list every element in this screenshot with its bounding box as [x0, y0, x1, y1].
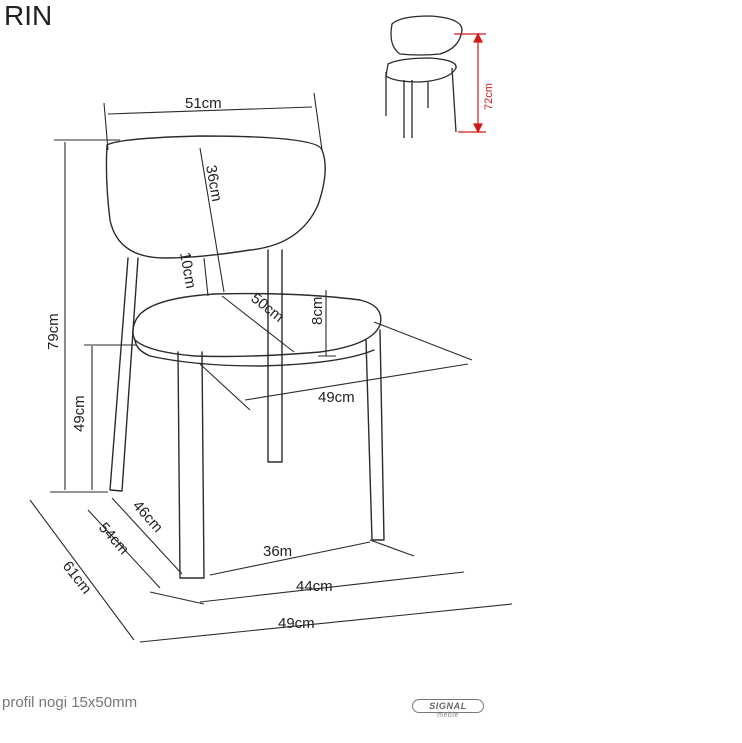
backrest-outline: [105, 135, 326, 259]
signal-logo: SIGNAL meble: [412, 699, 484, 721]
label-mid-width: 44cm: [296, 578, 333, 595]
front-leg-right: [365, 329, 385, 541]
leg-profile-note: profil nogi 15x50mm: [2, 694, 138, 711]
label-back-width: 51cm: [185, 95, 222, 112]
label-back-gap: 10cm: [176, 251, 199, 290]
label-seat-width: 49cm: [318, 389, 355, 406]
logo-word: SIGNAL: [429, 701, 467, 711]
label-armrest-height: 72cm: [483, 83, 495, 110]
thumbnail-height-marker: [454, 32, 486, 134]
logo-sub: meble: [437, 712, 459, 719]
product-title: RIN: [4, 0, 53, 31]
label-total-depth: 61cm: [59, 558, 95, 597]
label-back-height: 36cm: [202, 164, 225, 203]
logo-badge: [412, 699, 484, 713]
label-seat-thickness: 8cm: [309, 297, 326, 325]
seat-outline: [132, 292, 382, 358]
label-total-width: 49cm: [278, 615, 315, 632]
label-total-height: 79cm: [45, 313, 62, 350]
label-inner-width: 36m: [263, 543, 292, 560]
dimension-labels: 51cm 36cm 79cm 10cm 50cm 8cm 49cm 49cm 4…: [45, 83, 495, 632]
thumbnail-chair: [385, 15, 463, 138]
rear-leg-left: [109, 257, 139, 492]
front-leg-left: [177, 351, 205, 579]
label-inner-depth: 46cm: [129, 497, 166, 536]
label-seat-height: 49cm: [71, 395, 88, 432]
seat-edge: [134, 339, 375, 367]
